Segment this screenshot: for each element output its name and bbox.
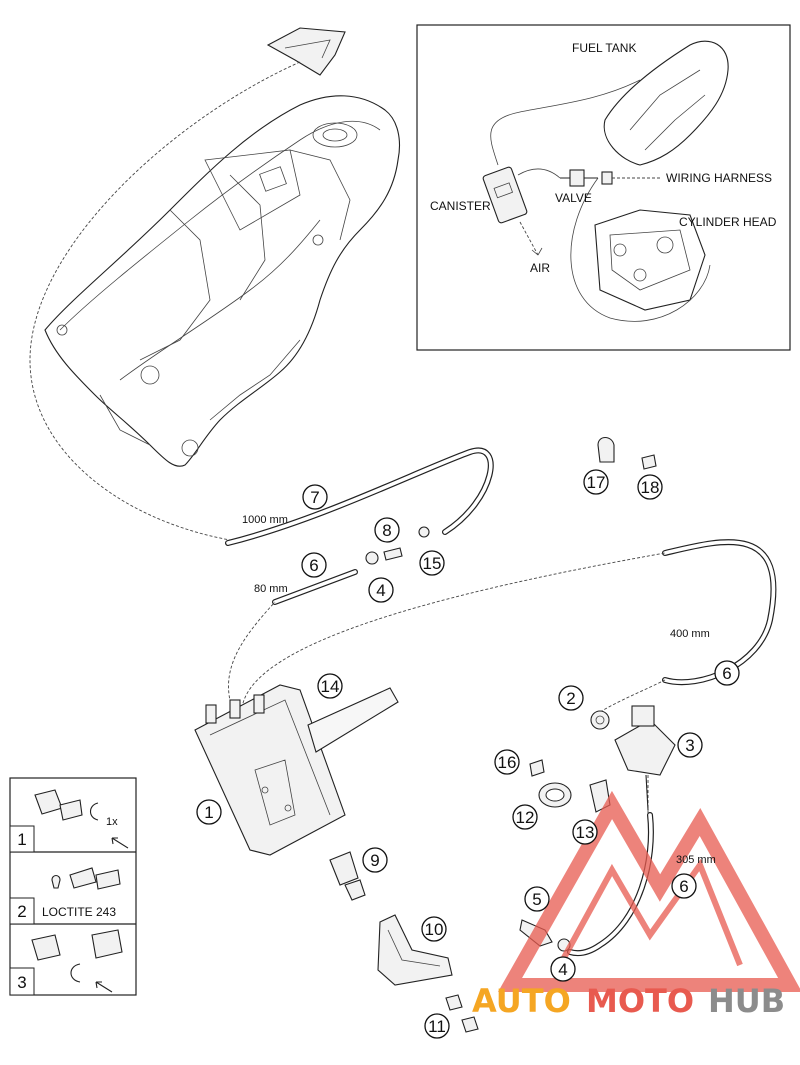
svg-text:1: 1 xyxy=(204,803,213,822)
watermark-part-moto: MOTO xyxy=(586,982,694,1020)
callout-10: 10 xyxy=(421,916,447,942)
label-cylinder-head: CYLINDER HEAD xyxy=(679,215,777,229)
rotate-icon xyxy=(70,963,81,983)
svg-text:6: 6 xyxy=(722,664,731,683)
rotate-icon xyxy=(89,802,99,821)
callout-1: 1 xyxy=(196,799,222,825)
hose-7 xyxy=(225,447,494,546)
callout-15: 15 xyxy=(419,550,445,576)
callout-16: 16 xyxy=(494,749,520,775)
svg-text:6: 6 xyxy=(679,877,688,896)
callout-7: 7 xyxy=(302,484,328,510)
callout-3: 3 xyxy=(677,732,703,758)
svg-text:3: 3 xyxy=(685,736,694,755)
watermark-part-hub: HUB xyxy=(708,982,785,1020)
svg-text:12: 12 xyxy=(516,808,535,827)
fuel-tank-drawing xyxy=(29,27,401,541)
callout-4-lower: 4 xyxy=(550,956,576,982)
measure-400: 400 mm xyxy=(670,628,710,640)
label-air: AIR xyxy=(530,261,550,275)
svg-text:15: 15 xyxy=(423,554,442,573)
small-parts xyxy=(329,436,676,1033)
callout-18: 18 xyxy=(637,474,663,500)
callout-2: 2 xyxy=(558,685,584,711)
callout-9: 9 xyxy=(362,847,388,873)
callout-6-lower: 6 xyxy=(671,873,697,899)
svg-text:7: 7 xyxy=(310,488,319,507)
label-canister: CANISTER xyxy=(430,199,491,213)
callout-4-upper: 4 xyxy=(368,577,394,603)
measure-305: 305 mm xyxy=(676,854,716,866)
canister-part xyxy=(194,684,346,856)
callout-6-short: 6 xyxy=(301,552,327,578)
label-fuel-tank: FUEL TANK xyxy=(572,41,636,55)
callout-14: 14 xyxy=(317,673,343,699)
svg-text:18: 18 xyxy=(641,478,660,497)
callout-8: 8 xyxy=(374,517,400,543)
legend-row1-note: 1x xyxy=(106,816,118,828)
label-sticker-part xyxy=(307,687,399,753)
svg-text:10: 10 xyxy=(425,920,444,939)
svg-text:4: 4 xyxy=(376,581,385,600)
legend-row2-number: 2 xyxy=(17,902,26,921)
svg-text:9: 9 xyxy=(370,851,379,870)
callout-13: 13 xyxy=(572,819,598,845)
callout-12: 12 xyxy=(512,804,538,830)
svg-text:8: 8 xyxy=(382,521,391,540)
measure-80: 80 mm xyxy=(254,583,288,595)
legend-row2-text: LOCTITE 243 xyxy=(42,905,116,919)
schematic-inset: FUEL TANK WIRING HARNESS CANISTER VALVE … xyxy=(416,24,791,351)
label-valve: VALVE xyxy=(555,191,592,205)
callout-5: 5 xyxy=(524,886,550,912)
legend-row1-number: 1 xyxy=(17,830,26,849)
svg-text:13: 13 xyxy=(576,823,595,842)
hose-6-long xyxy=(662,539,777,686)
assembly-legend: 1 1x 2 LOCTITE 243 3 xyxy=(9,777,137,996)
hose-6-lower xyxy=(567,812,654,957)
hose-6-short xyxy=(272,569,358,605)
watermark-part-auto: AUTO xyxy=(472,982,571,1020)
callout-17: 17 xyxy=(583,469,609,495)
svg-text:17: 17 xyxy=(587,473,606,492)
label-wiring-harness: WIRING HARNESS xyxy=(666,171,772,185)
svg-text:14: 14 xyxy=(321,677,340,696)
callout-11: 11 xyxy=(424,1013,450,1039)
watermark-text: AUTO MOTO HUB xyxy=(472,982,785,1020)
svg-text:2: 2 xyxy=(566,689,575,708)
callout-6-long: 6 xyxy=(714,660,740,686)
svg-text:6: 6 xyxy=(309,556,318,575)
measure-1000: 1000 mm xyxy=(242,514,288,526)
svg-text:16: 16 xyxy=(498,753,517,772)
svg-text:5: 5 xyxy=(532,890,541,909)
legend-row3-number: 3 xyxy=(17,973,26,992)
svg-text:11: 11 xyxy=(428,1017,446,1036)
svg-text:4: 4 xyxy=(558,960,567,979)
